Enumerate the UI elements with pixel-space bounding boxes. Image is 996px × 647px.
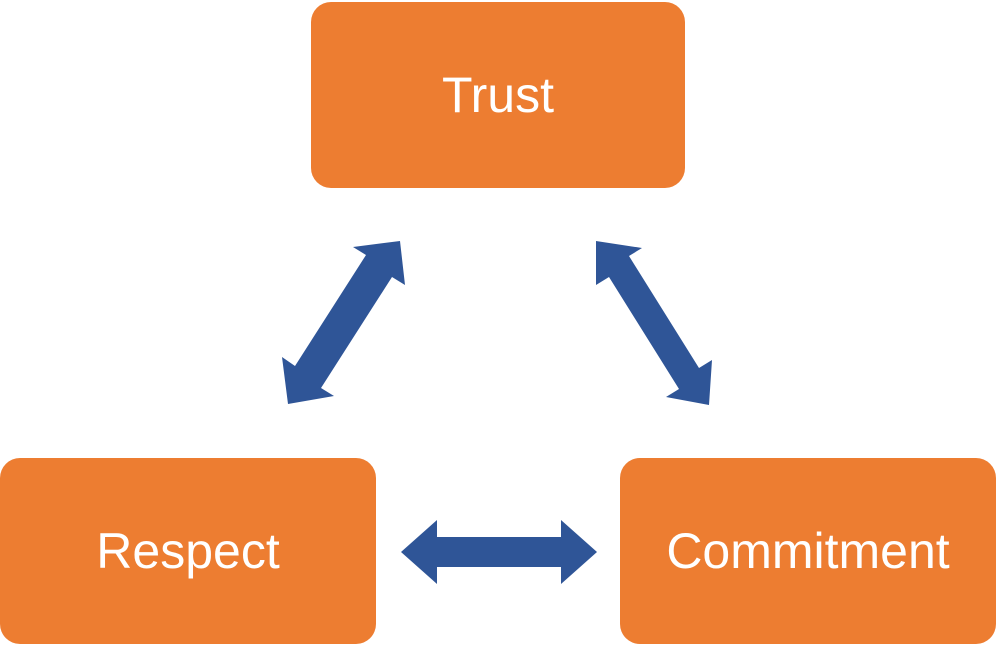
arrow-trust-commitment xyxy=(596,241,712,405)
node-respect: Respect xyxy=(0,458,376,644)
node-trust-label: Trust xyxy=(441,67,555,123)
arrow-trust-respect xyxy=(282,241,405,404)
arrow-respect-commitment xyxy=(401,520,597,584)
node-commitment-label: Commitment xyxy=(666,523,950,579)
node-commitment: Commitment xyxy=(620,458,996,644)
node-trust: Trust xyxy=(311,2,685,188)
node-respect-label: Respect xyxy=(96,523,280,579)
